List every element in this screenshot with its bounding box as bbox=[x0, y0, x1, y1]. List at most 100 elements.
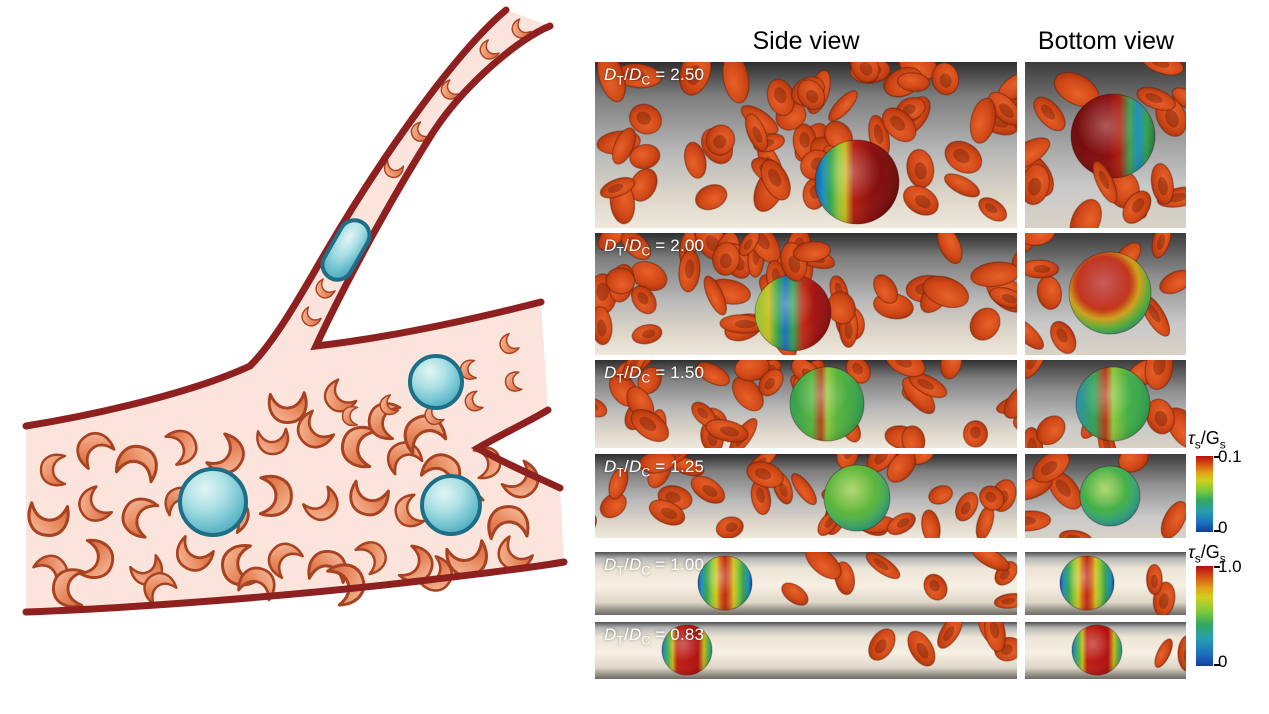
rbc-blob bbox=[881, 107, 917, 143]
rbc-blob bbox=[828, 90, 858, 122]
rbc-shape bbox=[164, 429, 198, 466]
rbc-shape bbox=[256, 427, 290, 456]
colorbar-1-min-tick: 0 bbox=[1218, 518, 1228, 537]
rbc-dimple bbox=[702, 484, 718, 498]
simulation-render bbox=[1071, 624, 1186, 676]
rbc-dimple bbox=[896, 518, 910, 528]
rbc-shape bbox=[302, 485, 339, 521]
rbc-blob bbox=[1025, 163, 1051, 206]
rbc-blob bbox=[1025, 233, 1033, 253]
rbc-blob bbox=[596, 62, 626, 103]
rbc-shape bbox=[504, 371, 523, 392]
rbc-blob bbox=[1033, 96, 1066, 132]
rbc-dimple bbox=[1025, 516, 1036, 526]
rbc-shape bbox=[354, 541, 387, 576]
colorbar-1 bbox=[1196, 456, 1220, 532]
rbc-blob bbox=[1154, 638, 1173, 669]
rbc-shape bbox=[258, 474, 293, 517]
rbc-dimple bbox=[939, 73, 952, 88]
rbc-blob bbox=[923, 573, 948, 601]
rbc-blob bbox=[1025, 233, 1056, 247]
rbc-blob bbox=[921, 509, 941, 538]
rbc-blob bbox=[1150, 162, 1175, 205]
rbc-dimple bbox=[1040, 461, 1058, 476]
rbc-blob bbox=[605, 267, 636, 295]
ratio-label-2: DT/DC = 2.00 bbox=[604, 236, 705, 259]
rbc-dimple bbox=[661, 507, 677, 520]
rbc-shape bbox=[349, 479, 390, 517]
rbc-blob bbox=[731, 376, 764, 412]
rbc-dimple bbox=[943, 626, 955, 642]
tumor-cell bbox=[178, 467, 248, 537]
sim-bottom-view-row-2 bbox=[1025, 233, 1186, 355]
rbc-blob bbox=[872, 274, 899, 304]
rbc-blob bbox=[638, 454, 677, 474]
rbc-blob bbox=[885, 360, 926, 378]
rbc-blob bbox=[954, 491, 979, 522]
rbc-shape bbox=[121, 497, 160, 539]
rbc-dimple bbox=[687, 64, 702, 86]
rbc-dimple bbox=[985, 491, 997, 503]
rbc-dimple bbox=[844, 321, 853, 339]
simulation-render bbox=[1025, 62, 1186, 228]
sphere-shading bbox=[1060, 556, 1114, 610]
rbc-blob bbox=[865, 552, 901, 580]
side-view-title: Side view bbox=[752, 27, 860, 55]
rbc-blob bbox=[1025, 137, 1051, 172]
rbc-dimple bbox=[799, 131, 810, 148]
rbc-blob bbox=[868, 628, 896, 661]
rbc-shape bbox=[39, 453, 67, 487]
rbc-dimple bbox=[713, 135, 727, 149]
sim-bottom-view-row-6 bbox=[1025, 622, 1186, 679]
rbc-dimple bbox=[624, 70, 646, 81]
rbc-blob bbox=[678, 62, 712, 96]
rbc-blob bbox=[715, 516, 744, 538]
simulation-render bbox=[661, 622, 1017, 676]
rbc-blob bbox=[595, 306, 613, 346]
rbc-dimple bbox=[1027, 437, 1037, 448]
rbc-blob bbox=[896, 72, 931, 93]
rbc-blob bbox=[705, 124, 736, 156]
rbc-dimple bbox=[636, 111, 651, 125]
rbc-dimple bbox=[890, 115, 906, 131]
rbc-dimple bbox=[767, 168, 782, 187]
rbc-dimple bbox=[1040, 104, 1055, 120]
sim-side-view-row-1: DT/DC = 2.50 bbox=[595, 62, 1017, 228]
vessel-wall-wedge bbox=[310, 22, 554, 351]
ratio-value: 1.25 bbox=[670, 457, 705, 476]
rbc-blob bbox=[922, 275, 970, 309]
rbc-blob bbox=[902, 185, 939, 216]
rbc-blob bbox=[683, 141, 707, 179]
sphere-shading bbox=[1071, 94, 1155, 178]
rbc-dimple bbox=[989, 622, 1000, 639]
rbc-dimple bbox=[1147, 303, 1161, 323]
rbc-dimple bbox=[916, 642, 929, 659]
rbc-dimple bbox=[953, 148, 970, 164]
rbc-blob bbox=[1136, 86, 1176, 112]
rbc-dimple bbox=[774, 87, 787, 104]
rbc-blob bbox=[722, 62, 750, 104]
rbc-shape bbox=[175, 535, 215, 572]
tumor-cell bbox=[408, 354, 464, 410]
ratio-value: 2.50 bbox=[670, 65, 705, 84]
rbc-shape bbox=[237, 566, 276, 602]
rbc-blob bbox=[937, 622, 963, 649]
rbc-dimple bbox=[595, 402, 599, 412]
rbc-blob bbox=[939, 360, 963, 380]
rbc-blob bbox=[631, 323, 663, 345]
rbc-blob bbox=[695, 361, 731, 387]
simulation-render bbox=[595, 360, 1017, 448]
rbc-blob bbox=[969, 307, 1001, 341]
rbc-blob bbox=[1025, 510, 1052, 532]
simulation-render bbox=[595, 454, 1017, 538]
rbc-blob bbox=[648, 499, 686, 526]
rbc-shape bbox=[487, 505, 530, 541]
rbc-shape bbox=[367, 402, 402, 440]
rbc-shape bbox=[76, 432, 116, 470]
rbc-dimple bbox=[914, 162, 927, 180]
rbc-dimple bbox=[735, 319, 756, 329]
rbc-blob bbox=[678, 249, 701, 293]
rbc-blob bbox=[703, 275, 728, 316]
rbc-blob bbox=[628, 103, 663, 135]
colorbar-1-max-tick: 0.1 bbox=[1218, 447, 1242, 466]
